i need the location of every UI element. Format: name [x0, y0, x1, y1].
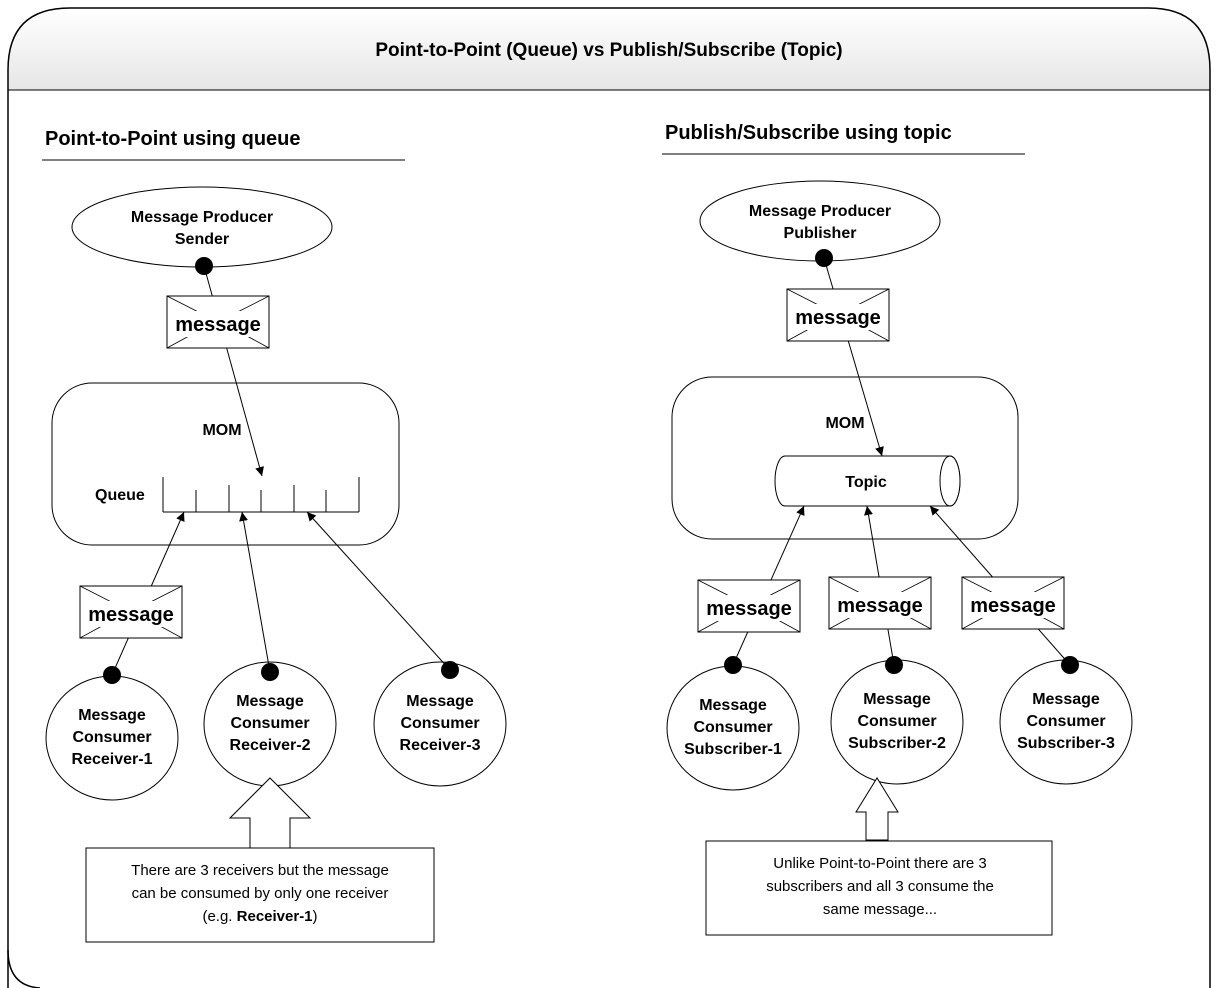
- pubsub-note: Unlike Point-to-Point there are 3 subscr…: [705, 840, 1053, 936]
- pubsub-heading: Publish/Subscribe using topic: [665, 122, 952, 144]
- receiver-3-line3: Receiver-3: [400, 737, 481, 754]
- pubsub-mom-label: MOM: [825, 415, 864, 432]
- sender-label-line1: Message Producer: [131, 209, 273, 226]
- receiver-2-line1: Message: [236, 693, 304, 710]
- subscriber-3-line3: Subscriber-3: [1017, 735, 1115, 752]
- receiver-2-line2: Consumer: [230, 715, 309, 732]
- p2p-mom-label: MOM: [202, 422, 241, 439]
- receiver-1-line1: Message: [78, 707, 146, 724]
- receiver-1-line3: Receiver-1: [72, 751, 153, 768]
- subscriber-3-line1: Message: [1032, 691, 1100, 708]
- bottom-left-corner: [7, 949, 41, 988]
- sender-label-line2: Sender: [175, 231, 229, 248]
- queue-structure: [162, 477, 360, 513]
- receiver-3-node: Message Consumer Receiver-3: [373, 661, 507, 787]
- pubsub-callout-arrow: [855, 777, 899, 841]
- subscriber-2-line2: Consumer: [857, 713, 936, 730]
- p2p-heading: Point-to-Point using queue: [45, 128, 301, 150]
- p2p-envelope-bottom: message: [79, 585, 183, 639]
- queue-label: Queue: [95, 487, 145, 504]
- p2p-mom-box: [51, 382, 400, 546]
- receiver-2-node: Message Consumer Receiver-2: [203, 661, 337, 787]
- publisher-label-line2: Publisher: [784, 225, 857, 242]
- point-to-point-section: Point-to-Point using queue Message Produ…: [42, 128, 507, 943]
- receiver-3-arrow: [306, 511, 451, 671]
- outer-frame: Point-to-Point (Queue) vs Publish/Subscr…: [7, 7, 1211, 988]
- frame-border: [7, 7, 1211, 988]
- pubsub-envelope-3-label: message: [970, 595, 1056, 617]
- diagram-title: Point-to-Point (Queue) vs Publish/Subscr…: [375, 40, 842, 61]
- pubsub-envelope-top: message: [786, 288, 890, 342]
- pubsub-envelope-2-label: message: [837, 595, 923, 617]
- p2p-envelope-bottom-label: message: [88, 604, 174, 626]
- subscriber-1-line3: Subscriber-1: [684, 741, 782, 758]
- subscriber-3-line2: Consumer: [1026, 713, 1105, 730]
- subscriber-2-node: Message Consumer Subscriber-2: [830, 656, 964, 785]
- subscriber-2-line3: Subscriber-2: [848, 735, 946, 752]
- subscriber-3-node: Message Consumer Subscriber-3: [999, 656, 1133, 785]
- subscriber-1-node: Message Consumer Subscriber-1: [666, 656, 800, 791]
- receiver-1-node: Message Consumer Receiver-1: [45, 666, 179, 801]
- pubsub-note-line3: same message...: [823, 901, 937, 918]
- receiver-2-line3: Receiver-2: [230, 737, 311, 754]
- topic-cylinder: Topic: [774, 455, 961, 507]
- receiver-3-line1: Message: [406, 693, 474, 710]
- pubsub-note-line1: Unlike Point-to-Point there are 3: [773, 855, 986, 872]
- p2p-note-line3-prefix: (e.g.: [202, 908, 236, 925]
- subscriber-1-line1: Message: [699, 697, 767, 714]
- pubsub-envelope-subscriber-1: message: [697, 579, 801, 633]
- receiver-2-arrow: [239, 511, 271, 673]
- pubsub-envelope-top-label: message: [795, 307, 881, 329]
- p2p-note-line3-bold: Receiver-1: [237, 908, 313, 925]
- pubsub-envelope-1-label: message: [706, 598, 792, 620]
- subscriber-2-line1: Message: [863, 691, 931, 708]
- subscriber-1-line2: Consumer: [693, 719, 772, 736]
- p2p-callout-arrow: [228, 777, 312, 849]
- p2p-envelope-top: message: [166, 295, 270, 349]
- header-band: [8, 8, 1210, 90]
- publisher-label-line1: Message Producer: [749, 203, 891, 220]
- p2p-note: There are 3 receivers but the message ca…: [85, 847, 435, 943]
- pubsub-note-line2: subscribers and all 3 consume the: [766, 878, 994, 895]
- publish-subscribe-section: Publish/Subscribe using topic Message Pr…: [662, 122, 1133, 936]
- sender-node: Message Producer Sender: [71, 186, 333, 275]
- p2p-note-line2: can be consumed by only one receiver: [132, 885, 389, 902]
- pubsub-envelope-subscriber-3: message: [961, 576, 1065, 630]
- receiver-3-line2: Consumer: [400, 715, 479, 732]
- topic-label: Topic: [845, 474, 887, 491]
- p2p-note-line3: (e.g. Receiver-1): [202, 908, 317, 925]
- p2p-envelope-top-label: message: [175, 314, 261, 336]
- pubsub-envelope-subscriber-2: message: [828, 576, 932, 630]
- p2p-note-line3-suffix: ): [313, 908, 318, 925]
- receiver-1-line2: Consumer: [72, 729, 151, 746]
- publisher-node: Message Producer Publisher: [699, 180, 941, 267]
- p2p-note-line1: There are 3 receivers but the message: [131, 862, 389, 879]
